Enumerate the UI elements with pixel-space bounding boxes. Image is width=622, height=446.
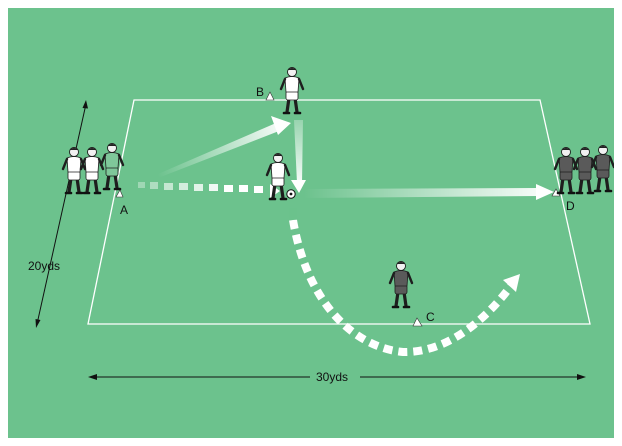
pitch-background: [8, 8, 614, 438]
width-label: 20yds: [28, 259, 60, 273]
label-a: A: [120, 203, 128, 217]
label-d: D: [566, 199, 575, 213]
drill-diagram: A B C D 20yds 30yds: [8, 8, 614, 438]
length-label: 30yds: [316, 370, 348, 384]
label-b: B: [256, 85, 264, 99]
label-c: C: [426, 310, 435, 324]
pitch-svg: A B C D 20yds 30yds: [8, 8, 614, 438]
